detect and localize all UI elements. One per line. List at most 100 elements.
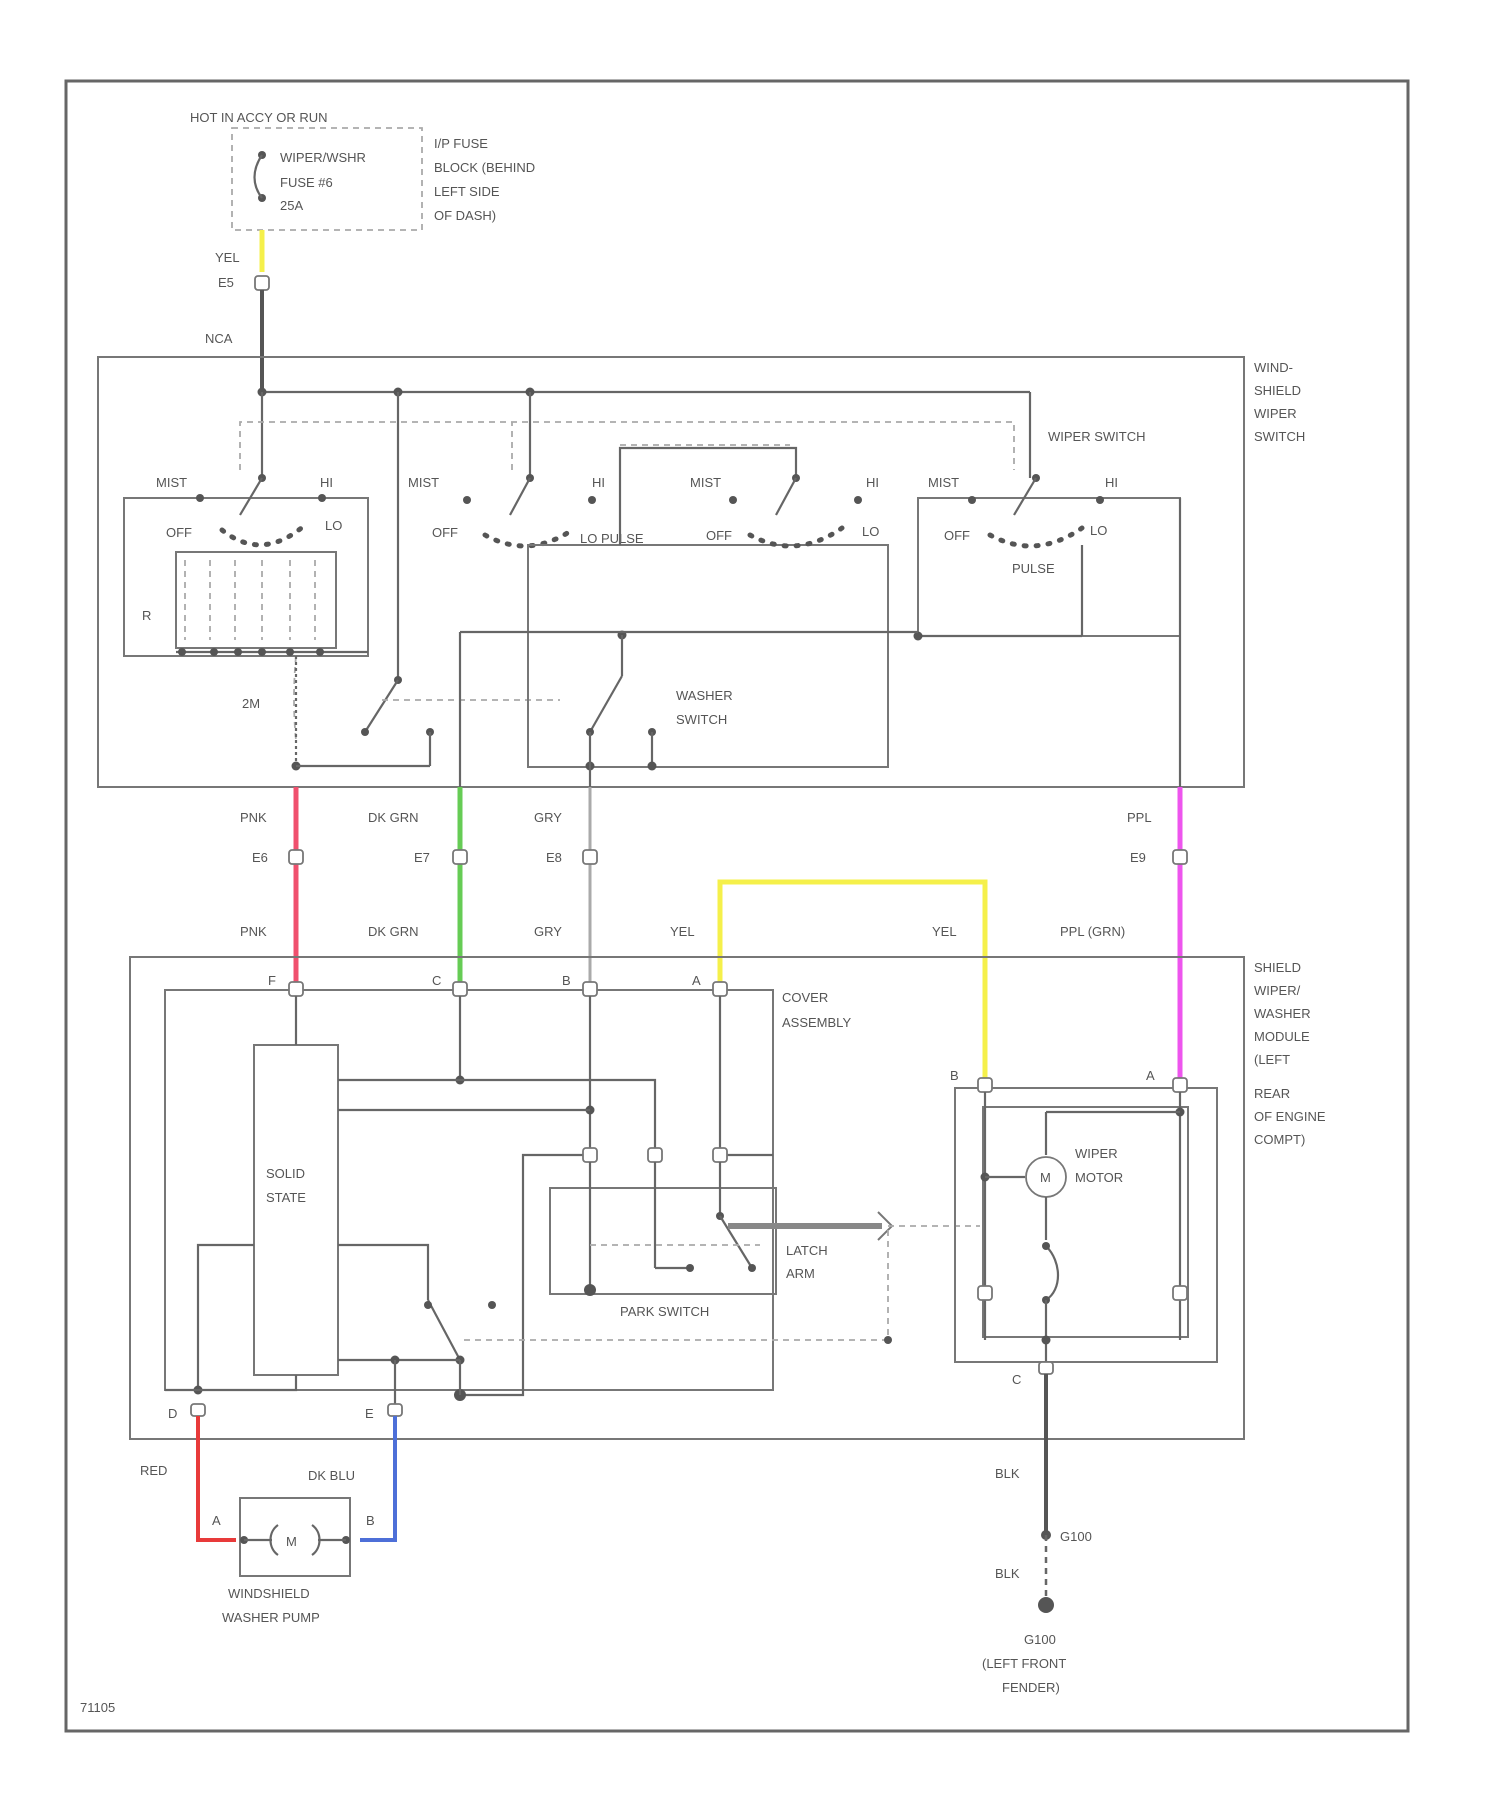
washer-pump: RED DK BLU A B M WINDSHIELD WASHER PUMP xyxy=(140,1416,395,1625)
module-name-2: WIPER/ xyxy=(1254,983,1301,998)
sw3-off: OFF xyxy=(706,528,732,543)
dk-grn-label-2: DK GRN xyxy=(368,924,419,939)
sw3-hi: HI xyxy=(866,475,879,490)
fuse-location-2: BLOCK (BEHIND xyxy=(434,160,535,175)
diagram-frame xyxy=(66,81,1408,1731)
motor-box xyxy=(955,1088,1217,1362)
park-switch-box xyxy=(550,1188,776,1294)
motor-pin-b: B xyxy=(950,1068,959,1083)
fuse-location-4: OF DASH) xyxy=(434,208,496,223)
module-name-5: (LEFT xyxy=(1254,1052,1290,1067)
yellow-link-wire xyxy=(720,882,985,1085)
module-name-7: OF ENGINE xyxy=(1254,1109,1326,1124)
e7-pin: E7 xyxy=(414,850,430,865)
ground: BLK G100 BLK G100 (LEFT FRONT FENDER) xyxy=(982,1374,1092,1695)
switch-module-name-2: SHIELD xyxy=(1254,383,1301,398)
pump-name-2: WASHER PUMP xyxy=(222,1610,320,1625)
washer-switch-label-2: SWITCH xyxy=(676,712,727,727)
fuse-location-1: I/P FUSE xyxy=(434,136,488,151)
pnk-label-2: PNK xyxy=(240,924,267,939)
blk-label-2: BLK xyxy=(995,1566,1020,1581)
resistor-label: R xyxy=(142,608,151,623)
yel-right-label: YEL xyxy=(932,924,957,939)
pump-name-1: WINDSHIELD xyxy=(228,1586,310,1601)
pump-pin-a: A xyxy=(212,1513,221,1528)
resistor-value: 2M xyxy=(242,696,260,711)
e6-pin: E6 xyxy=(252,850,268,865)
park-switch-label: PARK SWITCH xyxy=(620,1304,709,1319)
pin-b: B xyxy=(562,973,571,988)
sw3-mist: MIST xyxy=(690,475,721,490)
sw4-off: OFF xyxy=(944,528,970,543)
cover-label-2: ASSEMBLY xyxy=(782,1015,851,1030)
pump-m: M xyxy=(286,1534,297,1549)
motor-m: M xyxy=(1040,1170,1051,1185)
gry-label: GRY xyxy=(534,810,562,825)
feed-connector xyxy=(255,276,269,290)
sw1-hi: HI xyxy=(320,475,333,490)
pin-c: C xyxy=(432,973,441,988)
sw2-lo-pulse: LO PULSE xyxy=(580,531,644,546)
latch-arm-2: ARM xyxy=(786,1266,815,1281)
sw1-mist: MIST xyxy=(156,475,187,490)
sw2-off: OFF xyxy=(432,525,458,540)
sw2-mist: MIST xyxy=(408,475,439,490)
fuse-power-label: HOT IN ACCY OR RUN xyxy=(190,110,327,125)
ppl-label: PPL xyxy=(1127,810,1152,825)
fuse-number: FUSE #6 xyxy=(280,175,333,190)
wiper-washer-module: SHIELD WIPER/ WASHER MODULE (LEFT REAR O… xyxy=(130,957,1326,1439)
latch-arm-1: LATCH xyxy=(786,1243,828,1258)
splice-label: G100 xyxy=(1060,1529,1092,1544)
solid-state-2: STATE xyxy=(266,1190,306,1205)
windshield-wiper-switch: WIND- SHIELD WIPER SWITCH WIPER SWITCH M… xyxy=(98,357,1305,790)
fuse-block: HOT IN ACCY OR RUN WIPER/WSHR FUSE #6 25… xyxy=(190,110,535,230)
ground-name-2: (LEFT FRONT xyxy=(982,1656,1066,1671)
module-name-4: MODULE xyxy=(1254,1029,1310,1044)
e8-pin: E8 xyxy=(546,850,562,865)
module-name-3: WASHER xyxy=(1254,1006,1311,1021)
sw4-lo: LO xyxy=(1090,523,1107,538)
cover-label-1: COVER xyxy=(782,990,828,1005)
motor-pin-c: C xyxy=(1012,1372,1021,1387)
solid-state xyxy=(254,1045,338,1375)
red-wire-label: RED xyxy=(140,1463,167,1478)
motor-label-2: MOTOR xyxy=(1075,1170,1123,1185)
gry-label-2: GRY xyxy=(534,924,562,939)
module-name-1: SHIELD xyxy=(1254,960,1301,975)
dk-grn-label: DK GRN xyxy=(368,810,419,825)
switch-module-name-3: WIPER xyxy=(1254,406,1297,421)
sw2-hi: HI xyxy=(592,475,605,490)
pnk-label: PNK xyxy=(240,810,267,825)
fuse-symbol xyxy=(255,155,263,198)
e9-pin: E9 xyxy=(1130,850,1146,865)
switch-module-name-1: WIND- xyxy=(1254,360,1293,375)
sw4-hi: HI xyxy=(1105,475,1118,490)
pump-pin-b: B xyxy=(366,1513,375,1528)
motor-label-1: WIPER xyxy=(1075,1146,1118,1161)
fuse-location-3: LEFT SIDE xyxy=(434,184,500,199)
feed-wire-color: YEL xyxy=(215,250,240,265)
sw4-pulse: PULSE xyxy=(1012,561,1055,576)
pin-e: E xyxy=(365,1406,374,1421)
pin-a: A xyxy=(692,973,701,988)
motor-pin-a: A xyxy=(1146,1068,1155,1083)
pin-f: F xyxy=(268,973,276,988)
blk-label-1: BLK xyxy=(995,1466,1020,1481)
wiper-switch-label: WIPER SWITCH xyxy=(1048,429,1146,444)
module-name-8: COMPT) xyxy=(1254,1132,1305,1147)
sw4-mist: MIST xyxy=(928,475,959,490)
fuse-amperage: 25A xyxy=(280,198,303,213)
washer-switch-label-1: WASHER xyxy=(676,688,733,703)
dk-blu-wire-label: DK BLU xyxy=(308,1468,355,1483)
feed-wire-pin: E5 xyxy=(218,275,234,290)
ppl-grn-label: PPL (GRN) xyxy=(1060,924,1125,939)
solid-state-1: SOLID xyxy=(266,1166,305,1181)
ground-name-1: G100 xyxy=(1024,1632,1056,1647)
fuse-name: WIPER/WSHR xyxy=(280,150,366,165)
sw1-off: OFF xyxy=(166,525,192,540)
yel-left-label: YEL xyxy=(670,924,695,939)
ground-symbol xyxy=(1038,1597,1054,1613)
sw1-lo: LO xyxy=(325,518,342,533)
figure-id: 71105 xyxy=(80,1700,115,1715)
